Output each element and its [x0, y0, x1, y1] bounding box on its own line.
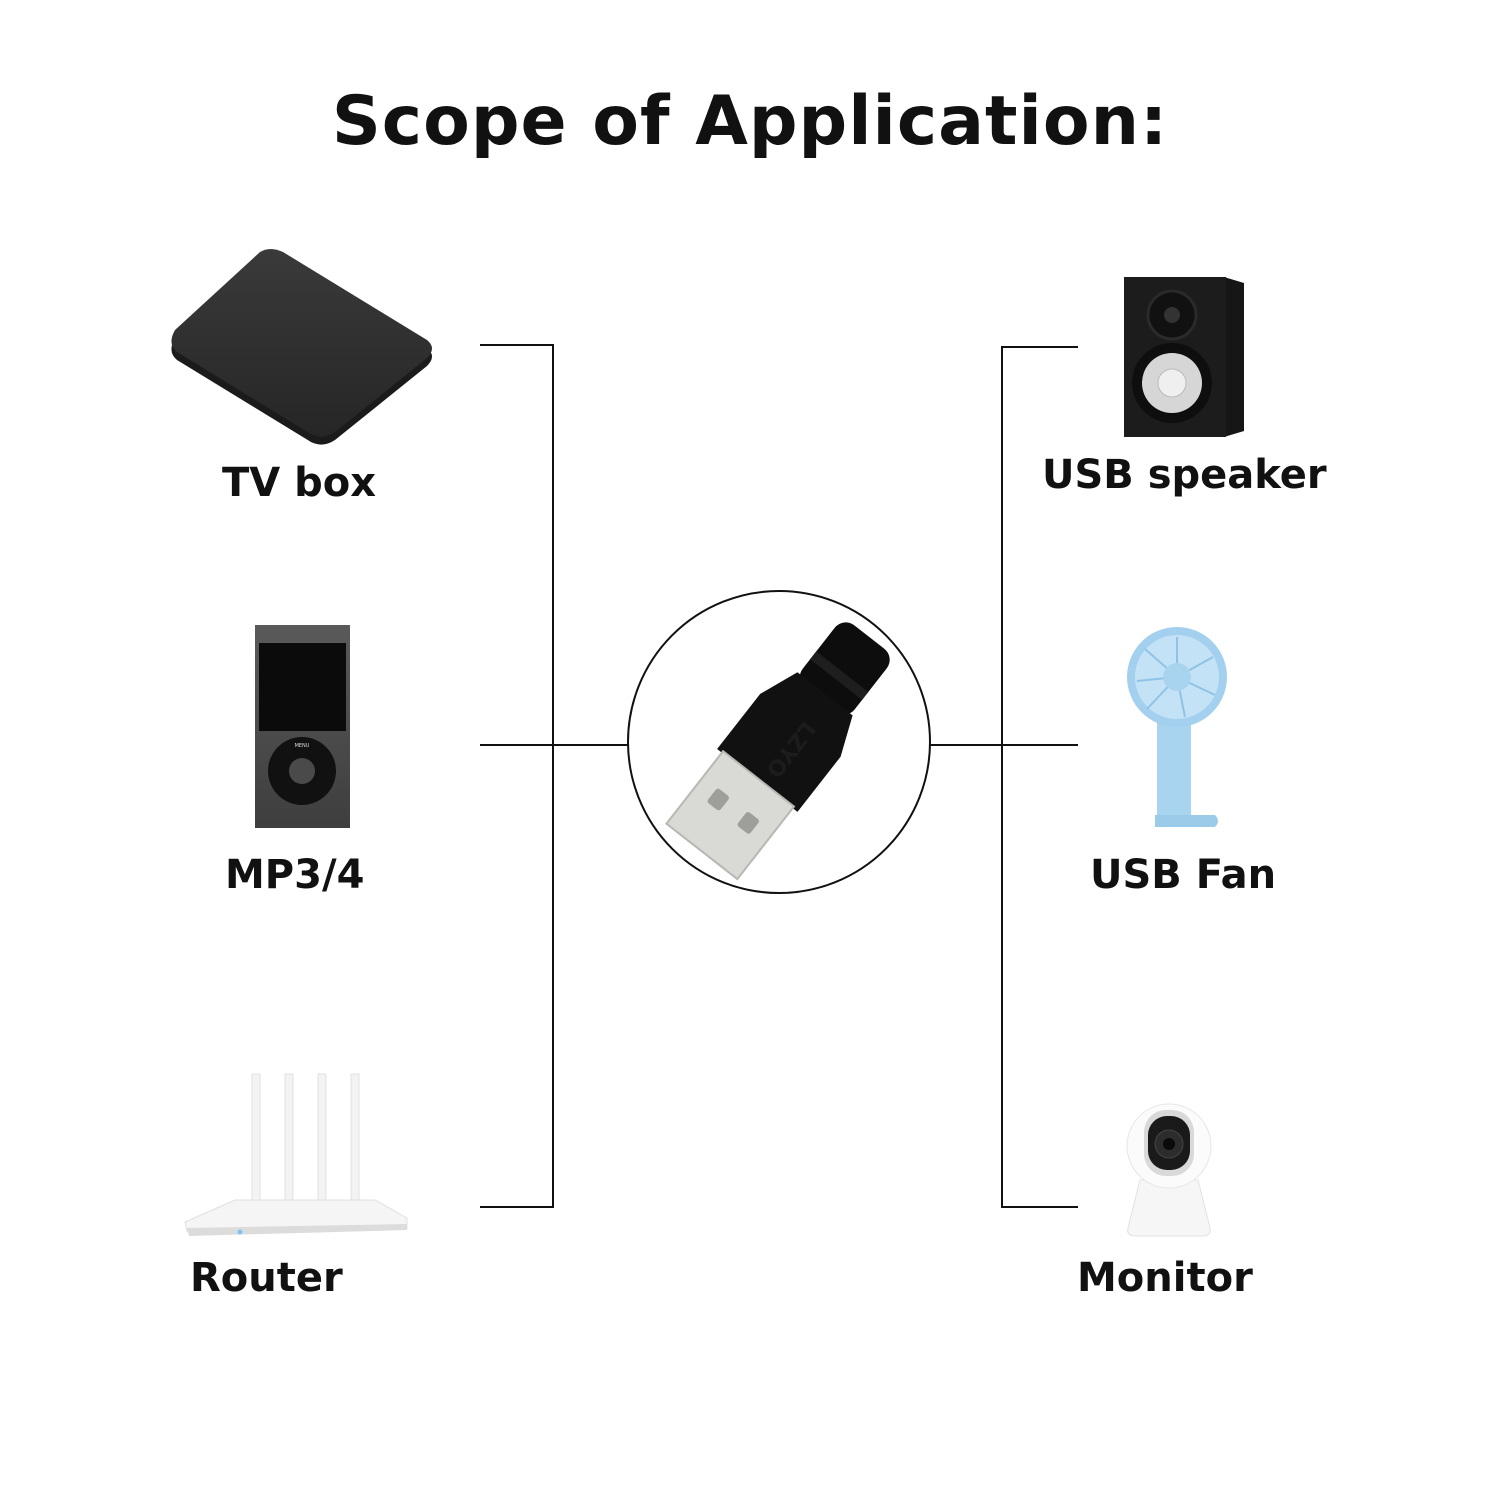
usb-dc-adapter-icon: LZYO [665, 622, 890, 881]
label-usb-speaker: USB speaker [1042, 452, 1327, 498]
label-monitor: Monitor [1077, 1255, 1253, 1301]
tv-box-icon [171, 249, 432, 445]
monitor-camera-icon [1126, 1103, 1212, 1237]
label-mp3: MP3/4 [225, 852, 365, 898]
page-title: Scope of Application: [331, 82, 1169, 161]
usb-speaker-icon [1124, 277, 1244, 437]
label-tv-box: TV box [222, 460, 377, 506]
menu-text: MENU [295, 743, 310, 749]
usb-fan-icon [1127, 627, 1227, 827]
mp3-player-icon: MENU [255, 625, 350, 828]
router-icon [184, 1073, 408, 1236]
right-bracket [1001, 346, 1078, 1208]
left-bracket [480, 344, 554, 1208]
label-usb-fan: USB Fan [1090, 852, 1277, 898]
label-router: Router [190, 1255, 343, 1301]
center-circle [627, 590, 931, 894]
